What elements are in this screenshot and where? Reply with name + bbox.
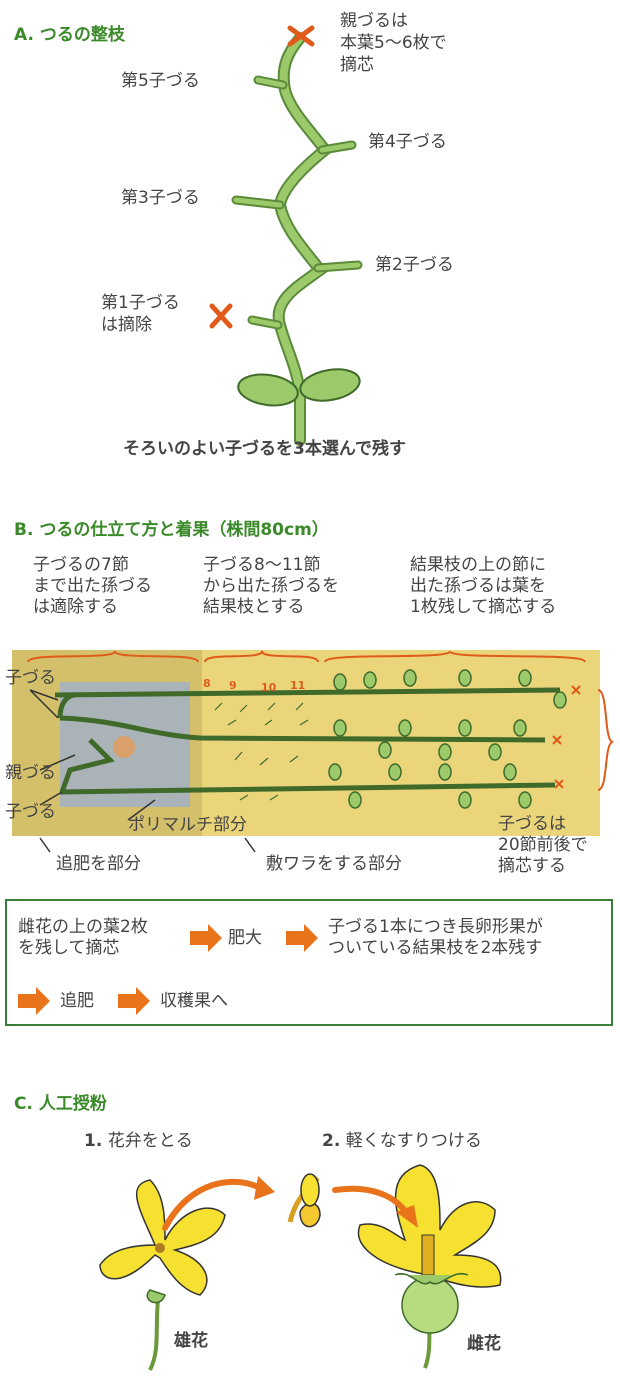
note-pinch-upper: 結果枝の上の節に 出た孫づるは葉を 1枚残して摘芯する [410, 555, 557, 617]
label-straw: 敷ワラをする部分 [266, 854, 402, 874]
section-a-caption: そろいのよい子づるを3本選んで残す [123, 439, 406, 459]
step1-label: 1. 花弁をとる [84, 1130, 193, 1152]
step1-number: 1. [84, 1131, 103, 1151]
label-child-3: 第3子づる [121, 188, 200, 208]
section-a-title: A. つるの整枝 [14, 25, 125, 45]
female-flower-illustration [357, 1164, 502, 1369]
flow-step-topdress: 追肥 [60, 991, 94, 1011]
node-number-8: 8 [203, 677, 211, 690]
flow-step-keep-two: 子づる1本につき長卵形果が ついている結果枝を2本残す [328, 917, 543, 958]
vine-diagram-a [231, 32, 363, 446]
step1-text: 花弁をとる [107, 1131, 193, 1151]
transfer-arrow-2-head [396, 1205, 418, 1228]
cut-mark-first-child-icon [209, 303, 233, 329]
section-b-title: B. つるの仕立て方と着果（株間80cm） [14, 520, 329, 540]
transfer-arrow-1-icon [162, 1178, 263, 1231]
pollen-anther-illustration [287, 1173, 321, 1228]
label-child-1: 第1子づる は摘除 [101, 293, 180, 335]
flow-step-harvest: 収穫果へ [160, 991, 228, 1011]
label-child-4: 第4子づる [368, 132, 447, 152]
node-number-10: 10 [261, 681, 277, 694]
cut-mark-top-icon [287, 25, 315, 47]
label-child-2: 第2子づる [375, 255, 454, 275]
cotyledon-leaves [237, 368, 361, 407]
label-child-5: 第5子づる [121, 71, 200, 91]
node-number-9: 9 [229, 679, 237, 692]
step2-text: 軽くなすりつける [345, 1131, 482, 1151]
procedure-flow-box [5, 899, 613, 1026]
flow-step-pinch: 雌花の上の葉2枚 を残して摘芯 [18, 917, 148, 958]
field-diagram-b [12, 649, 615, 853]
label-oyazuru: 親づる [5, 763, 56, 783]
step2-label: 2. 軽くなすりつける [322, 1130, 482, 1152]
node-number-11: 11 [290, 679, 306, 692]
male-flower-illustration [99, 1179, 226, 1371]
label-mulch: ポリマルチ部分 [128, 815, 247, 835]
note-fruiting-branch: 子づる8～11節 から出た孫づるを 結果枝とする [203, 555, 339, 617]
transfer-arrow-1-head [254, 1176, 275, 1200]
label-topdress: 追肥を部分 [56, 854, 141, 874]
male-flower-label: 雄花 [174, 1331, 208, 1351]
label-main-vine: 親づるは 本葉5～6枚で 摘芯 [340, 11, 447, 75]
female-flower-label: 雌花 [467, 1334, 501, 1354]
flow-step-enlarge: 肥大 [228, 928, 262, 948]
note-remove-early: 子づるの7節 まで出た孫づる は適除する [33, 555, 152, 617]
label-pinch-20: 子づるは 20節前後で 摘芯する [498, 814, 588, 876]
section-c-title: C. 人工授粉 [14, 1094, 107, 1114]
label-kozuru-top: 子づる [5, 668, 56, 688]
step2-number: 2. [322, 1131, 341, 1151]
label-kozuru-bottom: 子づる [5, 802, 56, 822]
